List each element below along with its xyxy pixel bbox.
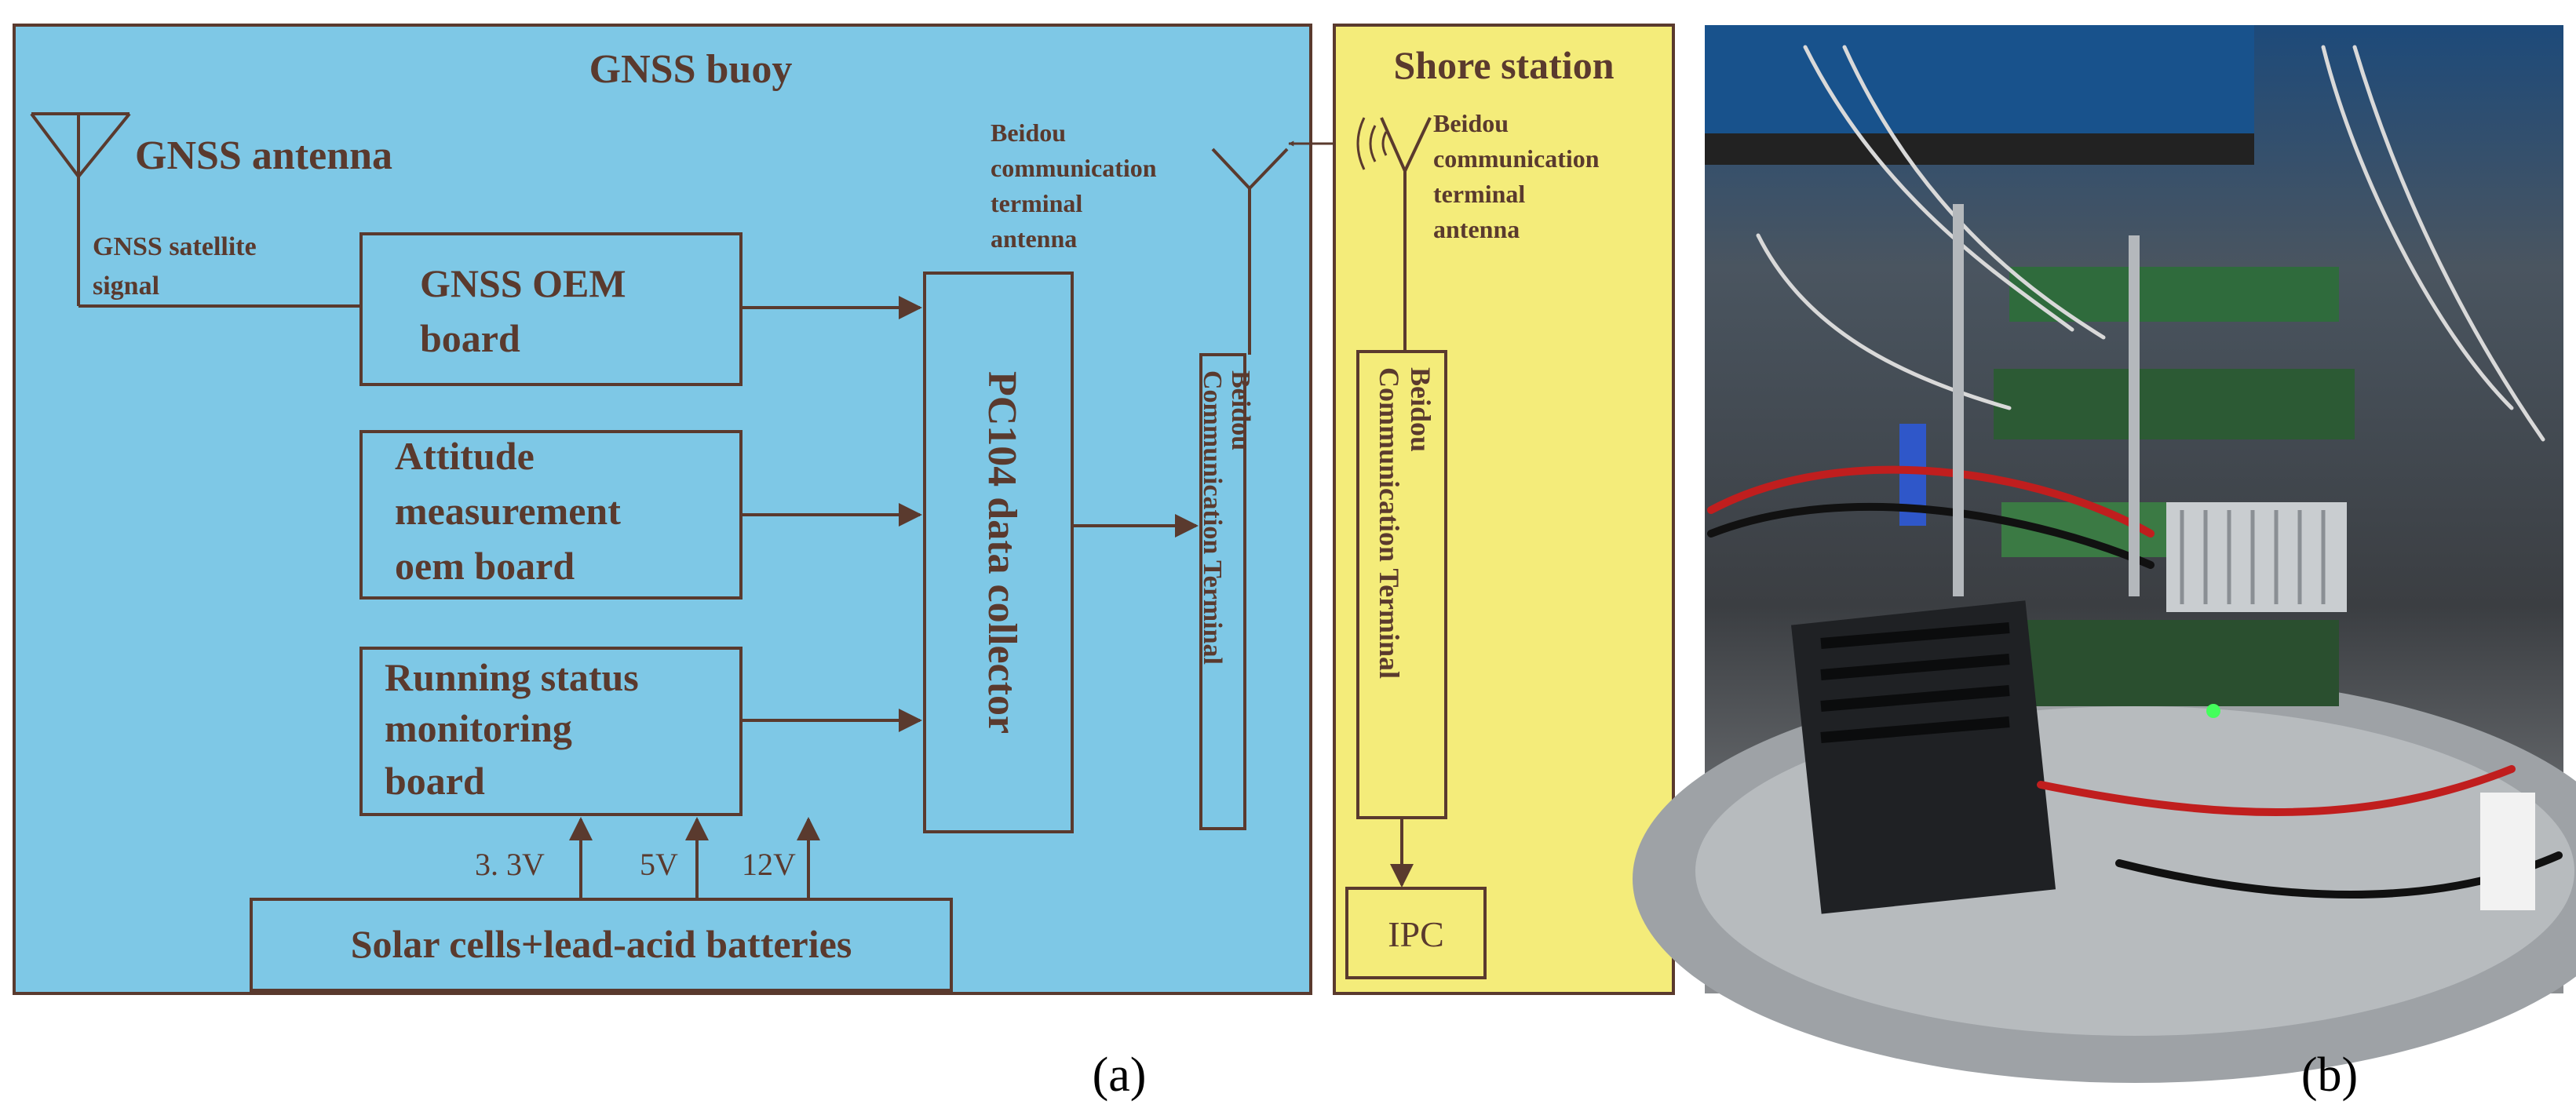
satellite-signal-line-1: GNSS satellite xyxy=(93,232,257,261)
pc104-data-collector xyxy=(923,272,1074,833)
satellite-signal-label: GNSS satellite signal xyxy=(93,232,263,301)
heatsink-fins xyxy=(2180,510,2326,604)
attitude-line-2: measurement xyxy=(395,489,621,533)
power-supply-box xyxy=(250,898,953,992)
shore-antenna-line-3: terminal xyxy=(1433,180,1525,208)
pcb-layer-1 xyxy=(2009,267,2339,322)
hardware-photo xyxy=(1633,25,2576,1083)
pcb-layer-4 xyxy=(2009,620,2339,706)
buoy-beidou-antenna-icon xyxy=(1211,148,1289,355)
white-connector xyxy=(2480,793,2535,910)
gnss-antenna-label: GNSS antenna xyxy=(135,133,392,178)
status-led xyxy=(2206,704,2220,718)
shore-signal-waves-icon xyxy=(1356,117,1388,170)
buoy-antenna-line-3: terminal xyxy=(991,189,1082,217)
attitude-line-3: oem board xyxy=(395,544,575,588)
shore-background xyxy=(1333,24,1675,995)
wires xyxy=(1707,45,2563,898)
power-supply-label: Solar cells+lead-acid batteries xyxy=(351,922,852,966)
buoy-antenna-line-1: Beidou xyxy=(991,118,1066,147)
gnss-oem-line-2: board xyxy=(420,316,520,360)
buoy-beidou-terminal xyxy=(1199,353,1246,830)
heatsink xyxy=(2166,502,2347,612)
running-status-line-3: board xyxy=(385,759,485,803)
buoy-title: GNSS buoy xyxy=(589,47,793,92)
running-status-line-2: monitoring xyxy=(385,706,572,750)
buoy-antenna-line-2: communication xyxy=(991,154,1157,182)
satellite-signal-line-2: signal xyxy=(93,272,159,301)
attitude-line-1: Attitude xyxy=(395,434,535,478)
shore-station-panel: Shore station Beidou communication termi… xyxy=(1333,24,1675,995)
buoy-beidou-antenna-label: Beidou communication terminal antenna xyxy=(991,118,1163,253)
gnss-oem-line-1: GNSS OEM xyxy=(420,261,626,305)
shore-beidou-antenna-icon xyxy=(1380,117,1432,352)
buoy-terminal-line-2: Communication Terminal xyxy=(1198,370,1227,665)
shore-antenna-line-4: antenna xyxy=(1433,215,1520,243)
monitor-bezel xyxy=(1705,133,2254,165)
panel-b-label: (b) xyxy=(2301,1048,2358,1102)
voltage-label-12v: 12V xyxy=(742,847,796,882)
shore-title: Shore station xyxy=(1393,43,1614,87)
voltage-label-3v3: 3. 3V xyxy=(475,847,545,882)
gnss-oem-board-label: GNSS OEM board xyxy=(420,261,636,360)
running-status-board xyxy=(359,647,743,816)
shore-terminal-line-2: Communication Terminal xyxy=(1374,367,1405,679)
shore-terminal-line-1: Beidou xyxy=(1405,367,1436,452)
shore-antenna-line-2: communication xyxy=(1433,144,1600,173)
buoy-antenna-line-4: antenna xyxy=(991,224,1077,253)
attitude-board-label: Attitude measurement oem board xyxy=(395,434,630,588)
shore-antenna-line-1: Beidou xyxy=(1433,109,1509,137)
shore-beidou-antenna-label: Beidou communication terminal antenna xyxy=(1433,109,1606,243)
gnss-antenna-icon xyxy=(30,112,131,306)
monitor-shape xyxy=(1705,25,2254,151)
running-status-label: Running status monitoring board xyxy=(385,655,648,803)
buoy-terminal-line-1: Beidou xyxy=(1226,370,1255,450)
shore-beidou-terminal-label: Beidou Communication Terminal xyxy=(1374,367,1436,679)
buoy-beidou-terminal-label: Beidou Communication Terminal xyxy=(1198,370,1255,665)
ipc-label: IPC xyxy=(1388,914,1444,954)
controller-fins xyxy=(1820,622,2010,743)
controller-box xyxy=(1791,600,2056,914)
standoff-right xyxy=(2129,235,2140,596)
buoy-background xyxy=(13,24,1312,995)
standoff-left xyxy=(1953,204,1964,596)
running-status-line-1: Running status xyxy=(385,655,639,699)
buoy-arrows xyxy=(569,296,1199,899)
pc104-label: PC104 data collector xyxy=(980,371,1024,734)
ipc-box xyxy=(1345,887,1487,979)
pcb-layer-2 xyxy=(1994,369,2355,439)
voltage-label-5v: 5V xyxy=(640,847,678,882)
panel-a-label: (a) xyxy=(1093,1048,1147,1102)
gnss-buoy-panel: GNSS buoy GNSS antenna GNSS satellite si… xyxy=(13,24,1312,995)
